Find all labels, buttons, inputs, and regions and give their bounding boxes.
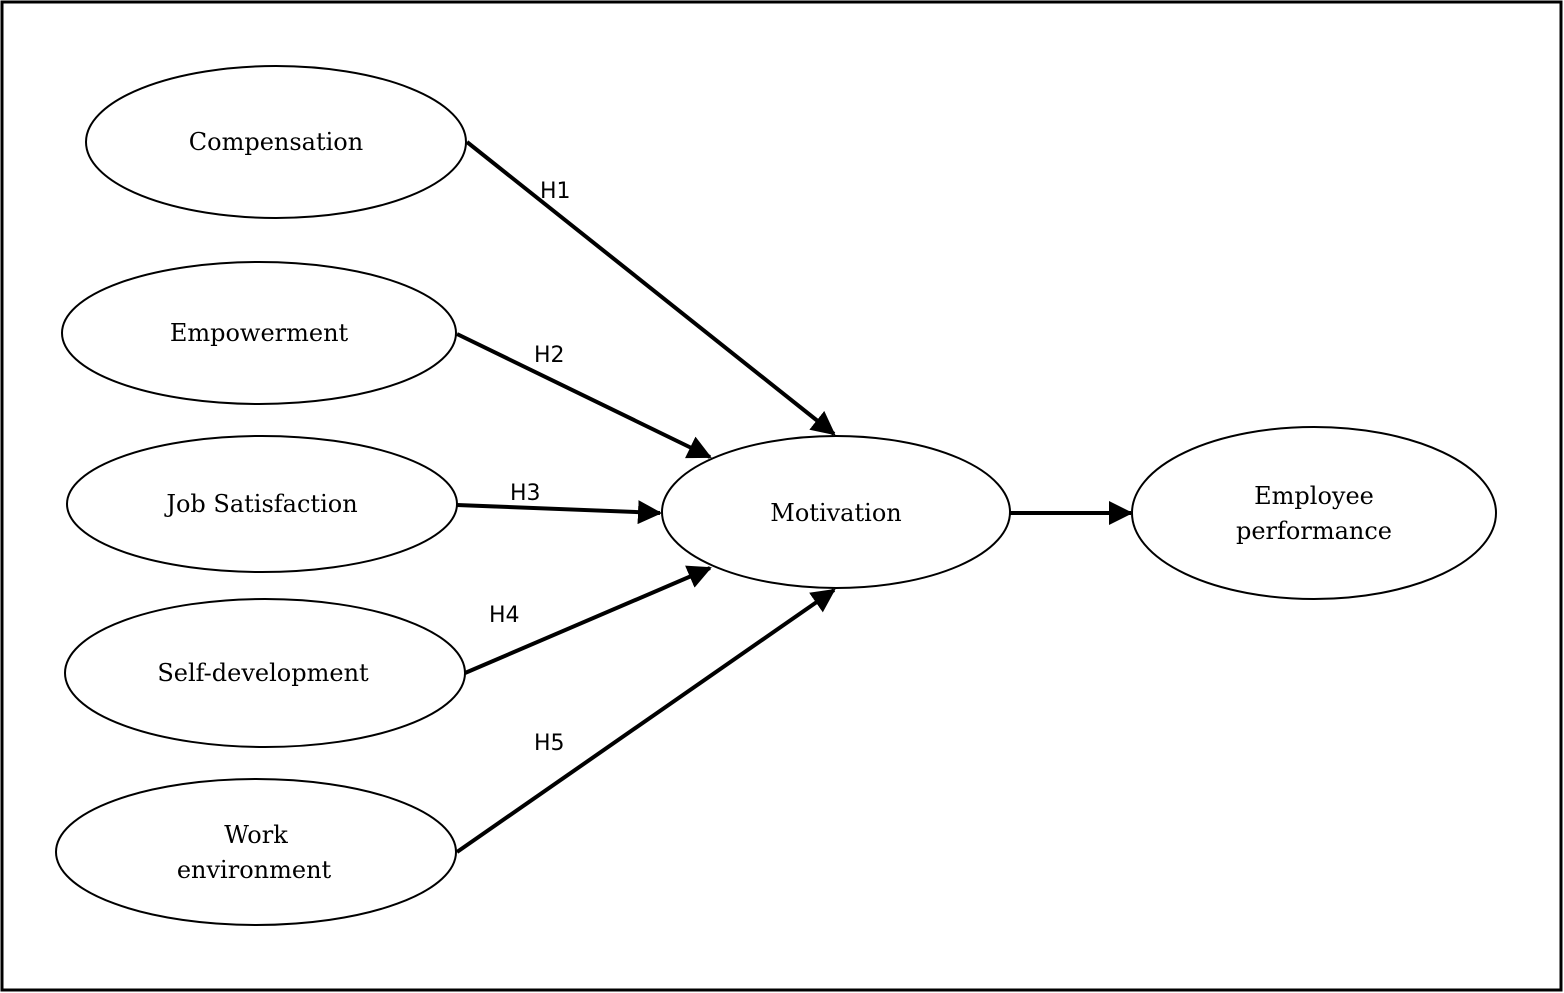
node-employee-performance: Employee performance (1131, 426, 1497, 600)
node-job-satisfaction-label: Job Satisfaction (163, 490, 357, 518)
node-employee-performance-label-line2: performance (1236, 517, 1392, 545)
edge-label-h2: H2 (534, 343, 565, 368)
edge-h1-arrow (465, 140, 836, 436)
edge-h4-arrow (464, 565, 712, 675)
edge-label-h3: H3 (510, 481, 541, 506)
edge-label-h5: H5 (534, 731, 565, 756)
node-empowerment-label: Empowerment (170, 319, 349, 347)
node-work-environment-label-line1: Work (224, 821, 288, 849)
node-work-environment: Work environment (55, 778, 457, 926)
edge-label-h1: H1 (540, 179, 571, 204)
node-self-development-label: Self-development (157, 659, 369, 687)
node-compensation: Compensation (85, 65, 467, 219)
edge-label-h4: H4 (489, 603, 520, 628)
edge-h3-arrow (456, 500, 662, 525)
node-motivation: Motivation (661, 435, 1011, 589)
edge-h2-arrow (456, 332, 712, 459)
node-self-development: Self-development (64, 598, 466, 748)
node-job-satisfaction: Job Satisfaction (66, 435, 458, 573)
node-motivation-label: Motivation (770, 499, 901, 527)
node-compensation-label: Compensation (189, 128, 363, 156)
node-work-environment-label-line2: environment (177, 856, 332, 884)
edge-h5-arrow (455, 588, 836, 854)
node-employee-performance-label-line1: Employee (1254, 482, 1374, 510)
node-empowerment: Empowerment (61, 261, 457, 405)
